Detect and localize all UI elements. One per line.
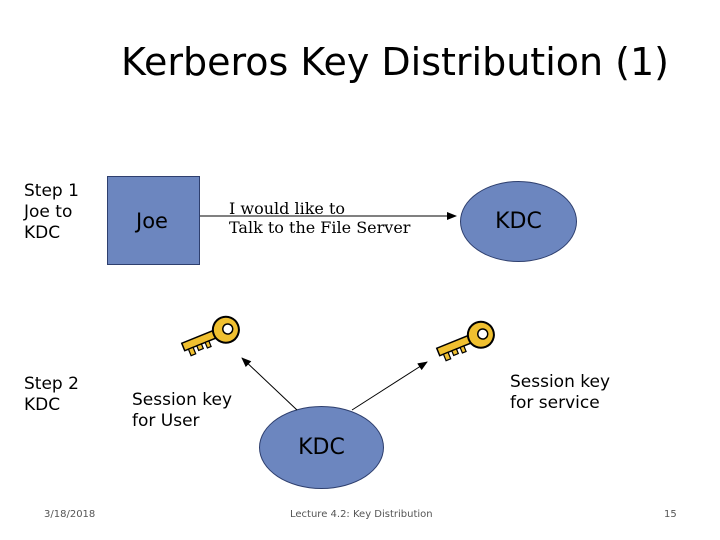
user-joe-label: Joe [136, 208, 168, 233]
step1-line3: KDC [24, 223, 61, 243]
request-message: I would like to Talk to the File Server [229, 199, 410, 237]
user-session-key-label: Session key for User [132, 390, 232, 432]
step2-line1: Step 2 [24, 374, 79, 394]
step1-line1: Step 1 [24, 181, 79, 201]
kdc-bottom-label: KDC [298, 435, 345, 460]
user-joe-box: Joe [107, 176, 200, 265]
request-line1: I would like to [229, 199, 346, 218]
footer-center: Lecture 4.2: Key Distribution [290, 509, 433, 520]
kdc-top-label: KDC [495, 209, 542, 234]
user-key-line2: for User [132, 411, 200, 431]
step1-label: Step 1 Joe to KDC [24, 181, 79, 244]
request-line2: Talk to the File Server [229, 218, 411, 237]
step1-line2: Joe to [24, 202, 73, 222]
step2-line2: KDC [24, 395, 61, 415]
slide-title: Kerberos Key Distribution (1) [120, 40, 669, 84]
user-key-line1: Session key [132, 390, 233, 410]
service-key-line2: for service [510, 393, 600, 413]
kdc-top-node: KDC [460, 181, 577, 262]
key-icon [435, 320, 495, 362]
kdc-bottom-node: KDC [259, 406, 384, 489]
key-icon [180, 315, 240, 357]
service-key-line1: Session key [510, 372, 611, 392]
user-key-arrow [241, 357, 298, 411]
service-key-arrow [351, 361, 428, 411]
footer-page-number: 15 [664, 509, 677, 520]
footer-date: 3/18/2018 [44, 509, 96, 520]
step2-label: Step 2 KDC [24, 374, 79, 416]
service-session-key-label: Session key for service [510, 372, 610, 414]
